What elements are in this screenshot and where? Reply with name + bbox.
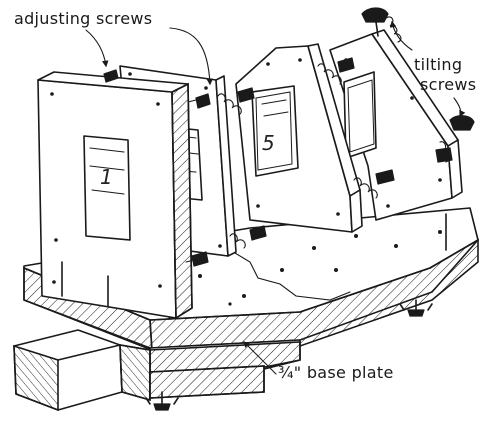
panel-number-1: 1 — [100, 165, 113, 189]
base-plate — [23, 207, 479, 411]
panel-middle: 5 — [235, 43, 395, 233]
leader-tilting-top — [389, 20, 413, 51]
support-block — [13, 329, 123, 412]
label-base-plate: ¾" base plate — [278, 363, 394, 382]
spring-icon — [385, 16, 402, 43]
label-adjusting-screws: adjusting screws — [14, 9, 152, 28]
label-screws: screws — [420, 75, 476, 94]
leader-tilting-bottom — [453, 97, 466, 118]
label-tilting: tilting — [414, 55, 462, 74]
panel-rear — [329, 7, 475, 221]
panel-number-3: 5 — [262, 131, 275, 155]
leader-base-plate — [243, 341, 277, 375]
panel-front: 1 — [37, 69, 211, 320]
leader-adjusting-left — [85, 29, 109, 68]
leader-adjusting-right — [169, 27, 214, 86]
